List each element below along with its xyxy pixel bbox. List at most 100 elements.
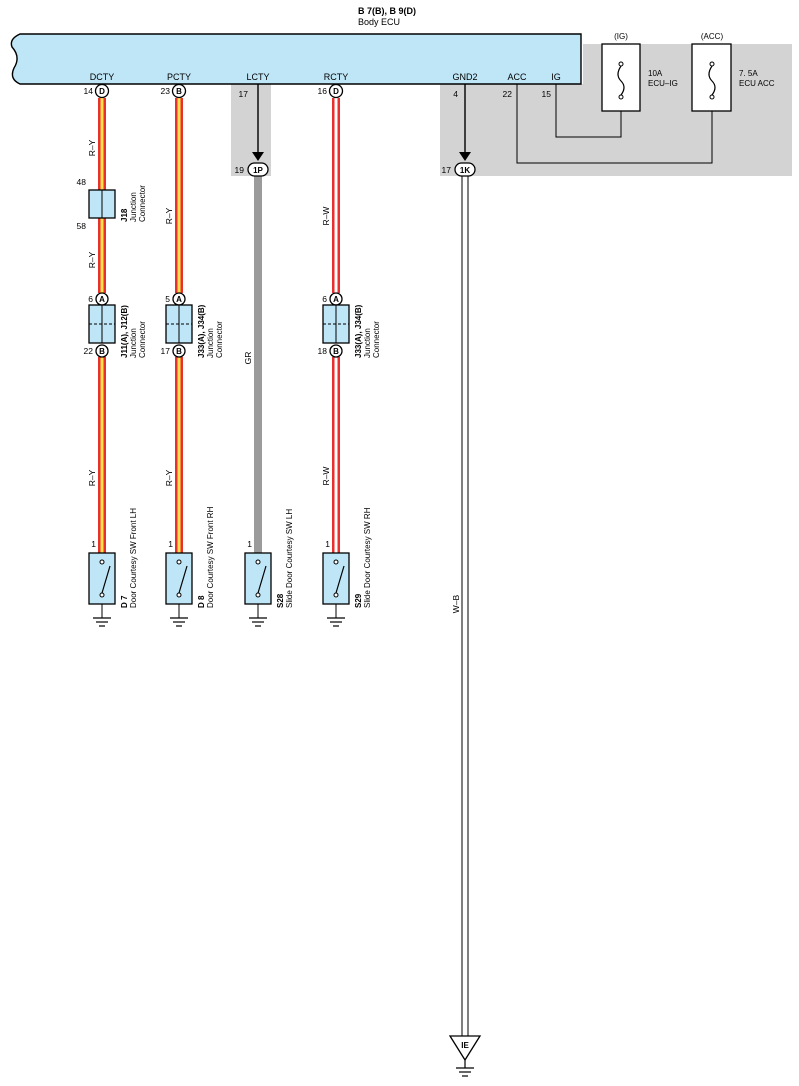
junction-j33a-ref: J33(A), J34(B) — [197, 304, 206, 358]
pin-number-pcty: 23 — [161, 86, 171, 96]
wire-acc-feed — [516, 84, 713, 164]
switch-d8-name: Door Courtesy SW Front RH — [206, 506, 215, 608]
wire-label-lcty: GR — [243, 352, 253, 365]
fuse-acc-name: ECU ACC — [739, 79, 775, 88]
junction-j18-name-1: Junction — [129, 192, 138, 222]
wire-lcty-relay — [252, 84, 264, 161]
junction-j33b-top-pin: 6 — [322, 294, 327, 304]
wire-lcty — [254, 176, 262, 553]
junction-j33b-bottom-circle — [329, 344, 343, 358]
junction-j33b-name-2: Connector — [372, 321, 381, 358]
relay-connector-1k-pin: 17 — [442, 165, 452, 175]
terminal-name-dcty: DCTY — [90, 72, 115, 82]
relay-connector-1k-label: 1K — [460, 166, 470, 175]
pin-number-ig: 15 — [542, 89, 552, 99]
pin-number-gnd2: 4 — [453, 89, 458, 99]
switch-d8: 1 — [165, 539, 193, 627]
junction-j33a-name-1: Junction — [206, 328, 215, 358]
wire-label-dcty-mid: R–Y — [87, 251, 97, 268]
junction-j33a-bottom-pin: 17 — [161, 346, 171, 356]
fuse-ig-rating: 10A — [648, 69, 663, 78]
junction-j33a-top-pin: 5 — [165, 294, 170, 304]
switch-s29: 1 — [322, 539, 350, 627]
wire-pcty — [175, 98, 183, 553]
relay-connector-1p — [247, 162, 269, 177]
ground-point-ie-triangle — [448, 1035, 482, 1062]
fuse-acc-symbol — [708, 61, 716, 100]
wire-label-rcty-top: R–W — [321, 207, 331, 226]
terminal-name-ig: IG — [551, 72, 561, 82]
terminal-name-rcty: RCTY — [324, 72, 349, 82]
junction-j11-bottom-conn: B — [99, 347, 105, 356]
pin-circle-dcty — [94, 83, 110, 99]
fuse-ig-power-label: (IG) — [614, 32, 628, 41]
wire-gnd — [461, 176, 469, 1038]
terminal-name-acc: ACC — [507, 72, 527, 82]
ground-point-ie-label: IE — [461, 1041, 469, 1050]
wire-dcty — [98, 98, 106, 553]
switch-d7: 1 — [88, 539, 116, 627]
junction-j11-ref: J11(A), J12(B) — [120, 305, 129, 358]
junction-j33b-bottom-pin: 18 — [318, 346, 328, 356]
wire-label-dcty-top: R–Y — [87, 139, 97, 156]
junction-j11-bottom-circle — [95, 344, 109, 358]
pin-connector-rcty: D — [333, 87, 339, 96]
body-ecu-box — [10, 33, 582, 85]
switch-s28: 1 — [244, 539, 272, 627]
junction-j11-top-pin: 6 — [88, 294, 93, 304]
junction-j33b-ref: J33(A), J34(B) — [354, 304, 363, 358]
junction-j18-ref: J18 — [120, 208, 129, 222]
pin-number-dcty: 14 — [84, 86, 94, 96]
fuse-ig-box — [601, 43, 641, 112]
fuse-ig-symbol — [617, 61, 625, 100]
wire-label-pcty-bot: R–Y — [164, 469, 174, 486]
wire-label-pcty-top: R–Y — [164, 207, 174, 224]
pin-circle-pcty — [171, 83, 187, 99]
switch-s28-name: Slide Door Courtesy SW LH — [285, 509, 294, 608]
wire-ig-feed — [555, 84, 622, 138]
relay-connector-1p-label: 1P — [253, 166, 263, 175]
junction-j18-pin-bottom: 58 — [77, 221, 87, 231]
switch-d8-pin: 1 — [168, 539, 173, 549]
terminal-name-gnd2: GND2 — [452, 72, 477, 82]
fuse-acc-rating: 7. 5A — [739, 69, 758, 78]
pin-number-rcty: 16 — [318, 86, 328, 96]
pin-circle-rcty — [328, 83, 344, 99]
junction-j33a-bottom-circle — [172, 344, 186, 358]
pin-connector-dcty: D — [99, 87, 105, 96]
ground-icon — [249, 617, 267, 627]
ground-icon — [327, 617, 345, 627]
junction-j33b-bottom-conn: B — [333, 347, 339, 356]
junction-j33a-name-2: Connector — [215, 321, 224, 358]
pin-number-lcty: 17 — [239, 89, 249, 99]
switch-s29-pin: 1 — [325, 539, 330, 549]
fuse-ig-name: ECU–IG — [648, 79, 678, 88]
junction-j11-name-1: Junction — [129, 328, 138, 358]
junction-j33a-top-conn: A — [176, 295, 182, 304]
fuse-acc-power-label: (ACC) — [701, 32, 724, 41]
relay-connector-1k — [454, 162, 476, 177]
ground-icon — [93, 617, 111, 627]
wire-label-rcty-bot: R–W — [321, 467, 331, 486]
switch-d7-pin: 1 — [91, 539, 96, 549]
junction-j33b-name-1: Junction — [363, 328, 372, 358]
pin-number-acc: 22 — [503, 89, 513, 99]
ecu-reference: B 7(B), B 9(D) — [358, 6, 416, 16]
ecu-name: Body ECU — [358, 17, 400, 27]
junction-j33a-bottom-conn: B — [176, 347, 182, 356]
junction-j11-name-2: Connector — [138, 321, 147, 358]
wire-rcty — [332, 98, 340, 553]
wire-gnd2-relay — [459, 84, 471, 161]
switch-d7-name: Door Courtesy SW Front LH — [129, 508, 138, 608]
switch-d8-ref: D 8 — [197, 595, 206, 608]
pin-connector-pcty: B — [176, 87, 182, 96]
junction-j33b-top-conn: A — [333, 295, 339, 304]
junction-j11-bottom-pin: 22 — [84, 346, 94, 356]
switch-s28-pin: 1 — [247, 539, 252, 549]
ground-icon — [456, 1060, 474, 1077]
relay-block-left-area — [231, 84, 271, 176]
junction-j18-pin-top: 48 — [77, 177, 87, 187]
relay-connector-1p-pin: 19 — [235, 165, 245, 175]
wire-label-dcty-bot: R–Y — [87, 469, 97, 486]
